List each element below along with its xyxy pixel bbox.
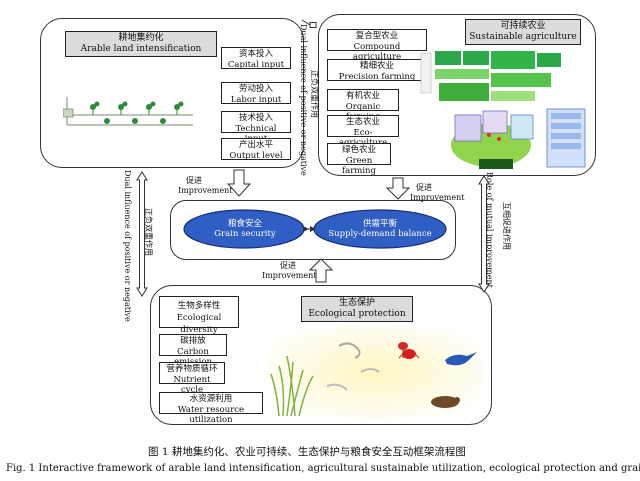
ecological-diversity-box: 生物多样性 Ecological diversity bbox=[159, 296, 239, 335]
ecology-graphic bbox=[269, 326, 483, 418]
sustainable-agriculture-panel: 复合型农业 Compound agriculture 精细农业 Precisio… bbox=[318, 14, 596, 176]
arable-land-panel: 耕地集约化 Arable land intensification 资本投入 bbox=[40, 18, 304, 168]
capital-input-zh: 资本投入 bbox=[238, 49, 273, 59]
arable-title-zh: 耕地集约化 bbox=[118, 33, 164, 43]
diversity-zh: 生物多样性 bbox=[177, 301, 221, 311]
capital-input-box: 资本投入 Capital input bbox=[221, 47, 291, 70]
output-level-box: 产出水平 Output level bbox=[221, 138, 291, 161]
water-resource-box: 水资源利用 Water resource utilization bbox=[159, 392, 263, 425]
water-zh: 水资源利用 bbox=[189, 394, 233, 404]
improvement-label-top-right: 促进 Improvement bbox=[410, 183, 470, 203]
balance-en: Supply-demand balance bbox=[328, 229, 432, 239]
compound-en: Compound agriculture bbox=[352, 41, 402, 63]
ecological-protection-panel: 生物多样性 Ecological diversity 碳排放 Carbon em… bbox=[150, 285, 492, 425]
sustainable-framework-graphic bbox=[420, 51, 586, 169]
dual-arrow-top-horizontal bbox=[301, 19, 317, 28]
green-en: Green farming bbox=[342, 155, 376, 177]
nutrient-cycle-box: 营养物质循环 Nutrient cycle bbox=[159, 362, 225, 395]
grain-en: Grain security bbox=[214, 229, 276, 239]
carbon-zh: 碳排放 bbox=[180, 336, 206, 346]
output-level-zh: 产出水平 bbox=[238, 140, 273, 150]
sustainable-framework-illustration bbox=[419, 49, 589, 171]
precision-en: Precision farming bbox=[338, 71, 416, 82]
labor-input-zh: 劳动投入 bbox=[238, 84, 273, 94]
organic-zh: 有机农业 bbox=[345, 91, 380, 101]
arable-title-en: Arable land intensification bbox=[80, 44, 202, 54]
supply-demand-ellipse-label: 供需平衡 Supply-demand balance bbox=[318, 219, 442, 239]
balance-zh: 供需平衡 bbox=[362, 219, 397, 229]
nutrient-en: Nutrient cycle bbox=[173, 374, 211, 396]
compound-agriculture-box: 复合型农业 Compound agriculture bbox=[327, 29, 427, 62]
green-zh: 绿色农业 bbox=[341, 145, 376, 155]
improvement-label-top-left: 促进 Improvement bbox=[178, 176, 234, 196]
diversity-en: Ecological diversity bbox=[176, 313, 222, 335]
output-level-en: Output level bbox=[229, 150, 283, 161]
improve-en-2: Improvement bbox=[410, 193, 465, 202]
irrigation-illustration bbox=[62, 85, 197, 129]
sustainable-title-zh: 可持续农业 bbox=[500, 21, 546, 31]
improve-en-3: Improvement bbox=[262, 271, 317, 280]
improve-zh-1: 促进 bbox=[186, 176, 202, 185]
improve-zh-3: 促进 bbox=[280, 261, 296, 270]
precision-zh: 精细农业 bbox=[359, 61, 394, 71]
labor-input-en: Labor input bbox=[230, 94, 282, 105]
technical-input-zh: 技术投入 bbox=[238, 113, 273, 123]
improve-arrow-from-sustainable bbox=[385, 177, 411, 200]
eco-agri-zh: 生态农业 bbox=[345, 117, 380, 127]
irrigation-pipe-graphic bbox=[62, 97, 193, 126]
green-farming-box: 绿色农业 Green farming bbox=[327, 143, 391, 176]
capital-input-en: Capital input bbox=[227, 59, 285, 70]
sustainable-title-en: Sustainable agriculture bbox=[469, 32, 577, 42]
figure-caption-en: Fig. 1 Interactive framework of arable l… bbox=[6, 463, 640, 474]
labor-input-box: 劳动投入 Labor input bbox=[221, 82, 291, 105]
sustainable-agriculture-title: 可持续农业 Sustainable agriculture bbox=[465, 19, 581, 45]
ecology-illustration bbox=[269, 326, 483, 418]
improve-arrow-from-arable bbox=[226, 169, 252, 197]
eco-title-en: Ecological protection bbox=[308, 309, 406, 319]
grain-zh: 粮食安全 bbox=[227, 219, 262, 229]
mutual-arrow-right-vertical bbox=[478, 175, 490, 293]
improve-en-1: Improvement bbox=[178, 186, 233, 195]
dual-arrow-left-vertical bbox=[136, 171, 148, 297]
water-en: Water resource utilization bbox=[177, 404, 245, 426]
ecological-protection-title: 生态保护 Ecological protection bbox=[301, 296, 413, 322]
improve-arrow-from-eco bbox=[308, 258, 334, 283]
arable-land-title: 耕地集约化 Arable land intensification bbox=[65, 31, 217, 57]
compound-zh: 复合型农业 bbox=[355, 31, 399, 41]
figure-caption-zh: 图 1 耕地集约化、农业可持续、生态保护与粮食安全互动框架流程图 bbox=[148, 446, 466, 458]
nutrient-zh: 营养物质循环 bbox=[166, 364, 218, 374]
grain-security-ellipse-label: 粮食安全 Grain security bbox=[190, 219, 300, 239]
improvement-label-bottom: 促进 Improvement bbox=[262, 261, 322, 281]
eco-title-zh: 生态保护 bbox=[338, 298, 375, 308]
improve-zh-2: 促进 bbox=[416, 183, 432, 192]
